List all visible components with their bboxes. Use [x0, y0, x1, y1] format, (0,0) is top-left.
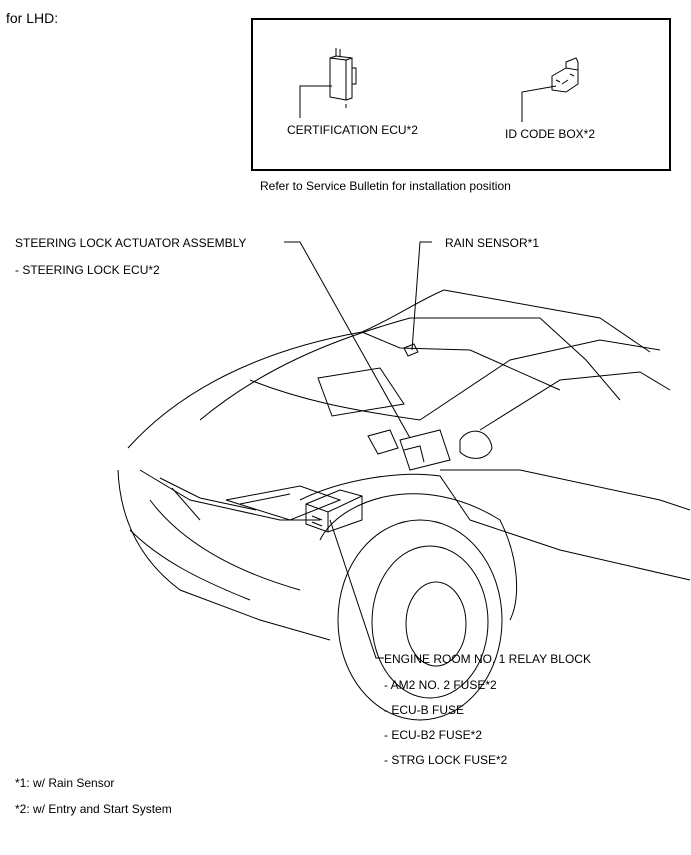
footnote: *1: w/ Rain Sensor — [15, 776, 115, 790]
relay-block-leader — [329, 519, 384, 659]
inset-box — [251, 18, 671, 171]
relay-block-label: ENGINE ROOM NO. 1 RELAY BLOCK — [384, 652, 591, 666]
relay-item: - AM2 NO. 2 FUSE*2 — [384, 678, 497, 692]
rain-sensor-label: RAIN SENSOR*1 — [445, 236, 540, 250]
certification-ecu-icon — [329, 48, 357, 108]
relay-item: - ECU-B2 FUSE*2 — [384, 728, 483, 742]
certification-ecu-label: CERTIFICATION ECU*2 — [287, 123, 418, 137]
rain-sensor-leader — [411, 241, 432, 351]
service-bulletin-note: Refer to Service Bulletin for installati… — [260, 179, 511, 193]
car-drawing — [117, 289, 691, 721]
certification-ecu-leader — [299, 85, 332, 118]
steering-lock-ecu-label: - STEERING LOCK ECU*2 — [15, 263, 160, 277]
id-code-box-icon — [551, 57, 579, 93]
steering-lock-actuator-label: STEERING LOCK ACTUATOR ASSEMBLY — [15, 236, 247, 250]
id-code-box-label: ID CODE BOX*2 — [505, 127, 596, 141]
page-title: for LHD: — [6, 10, 59, 26]
steering-lock-leader — [284, 241, 411, 439]
id-code-box-leader — [521, 85, 557, 122]
footnote: *2: w/ Entry and Start System — [15, 802, 172, 816]
relay-item: - STRG LOCK FUSE*2 — [384, 753, 508, 767]
relay-item: - ECU-B FUSE — [384, 703, 465, 717]
